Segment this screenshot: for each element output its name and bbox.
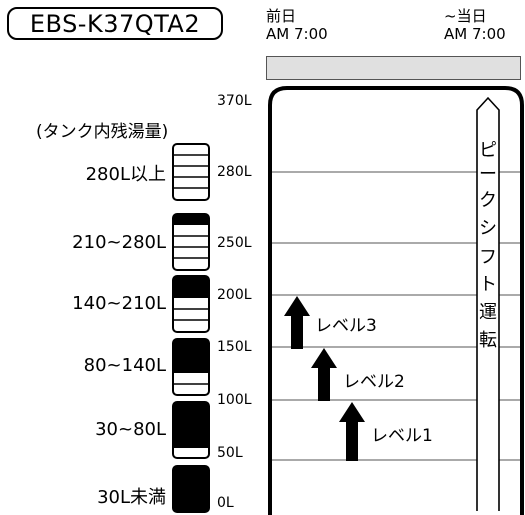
axis-label-370: 370L <box>217 93 252 109</box>
legend-title: (タンク内残湯量) <box>36 122 169 142</box>
level-label-2: レベル2 <box>343 372 405 392</box>
axis-label-250: 250L <box>217 235 252 251</box>
tank-icon-210-280 <box>172 213 210 271</box>
peak-shift-arrow <box>476 96 500 511</box>
peak-shift-char-0: ピ <box>479 140 497 161</box>
legend-label-0: 280L以上 <box>85 164 166 185</box>
chart-frame <box>268 86 524 515</box>
time-start-clock: AM 7:00 <box>266 25 328 43</box>
time-end-clock: AM 7:00 <box>444 25 506 43</box>
axis-label-150: 150L <box>217 339 252 355</box>
peak-shift-char-2: ク <box>479 190 497 211</box>
level-arrow-3 <box>284 296 310 349</box>
peak-shift-char-3: シ <box>479 218 497 239</box>
time-start-day: 前日 <box>266 7 297 25</box>
peak-shift-char-4: フ <box>479 247 497 268</box>
level-label-3: レベル3 <box>315 316 377 336</box>
tank-icon-80-140 <box>172 338 210 396</box>
legend-label-2: 140~210L <box>72 293 166 314</box>
time-end-day: ~当日 <box>444 7 487 25</box>
peak-shift-char-7: 転 <box>479 330 497 351</box>
axis-label-50: 50L <box>217 445 243 461</box>
legend-label-5: 30L未満 <box>97 487 166 508</box>
axis-label-280: 280L <box>217 164 252 180</box>
tank-icon-140-210 <box>172 275 210 333</box>
peak-shift-char-6: 運 <box>479 302 497 323</box>
time-end: ~当日 AM 7:00 <box>444 7 506 43</box>
legend-label-1: 210~280L <box>72 232 166 253</box>
legend-label-3: 80~140L <box>83 355 166 376</box>
level-arrow-2 <box>311 348 337 401</box>
peak-shift-char-5: ト <box>479 274 497 295</box>
tank-icon-under-30 <box>172 465 210 513</box>
legend-label-4: 30~80L <box>95 419 166 440</box>
level-arrow-1 <box>339 402 365 461</box>
tank-icon-280-plus <box>172 143 210 201</box>
axis-label-100: 100L <box>217 392 252 408</box>
peak-shift-char-1: ー <box>479 164 497 185</box>
axis-label-200: 200L <box>217 287 252 303</box>
time-start: 前日 AM 7:00 <box>266 7 328 43</box>
level-label-1: レベル1 <box>371 426 433 446</box>
model-name-box: EBS-K37QTA2 <box>7 7 223 40</box>
tank-icon-30-80 <box>172 401 210 459</box>
time-range-bar <box>266 56 521 80</box>
model-name: EBS-K37QTA2 <box>29 9 201 38</box>
axis-label-0: 0L <box>217 495 234 511</box>
